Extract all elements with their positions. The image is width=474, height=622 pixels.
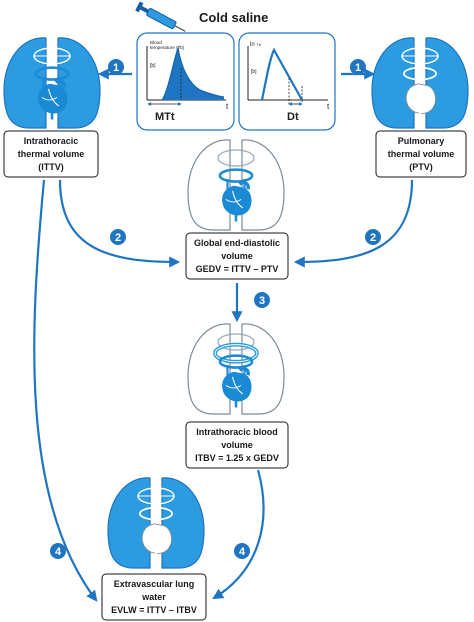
step3-badge [254, 292, 270, 308]
gedv-line1: Global end-diastolic [194, 238, 280, 248]
cold-saline-label: Cold saline [199, 10, 268, 25]
gedv-box: Global end-diastolic volume GEDV = ITTV … [185, 232, 289, 280]
ittv-lungs-illustration [3, 37, 101, 129]
evlw-lungs-illustration [107, 477, 205, 569]
ittv-line3: (ITTV) [38, 162, 64, 172]
dt-label: Dt [287, 111, 299, 123]
ln-label: ln Tb [250, 42, 262, 48]
log-curve [260, 47, 303, 101]
thermodilution-curve [161, 46, 225, 101]
x-label: t [327, 102, 330, 111]
ptv-box: Pulmonary thermal volume (PTV) [375, 130, 467, 178]
step3-number: 3 [259, 295, 265, 307]
y-small-label: [b] [150, 63, 156, 69]
step2-right-badge [365, 229, 381, 245]
mtt-graph: Blood temperature (Tb) [b] t MTt [136, 32, 235, 131]
evlw-line2: water [141, 592, 166, 602]
y-label-line1: Blood [150, 40, 162, 45]
step2-left-badge [110, 229, 126, 245]
x-label: t [226, 102, 229, 111]
ptv-line2: thermal volume [388, 149, 455, 159]
evlw-line3: EVLW = ITTV – ITBV [111, 605, 197, 615]
y-small-label: [b] [251, 69, 257, 75]
step1-right-number: 1 [355, 62, 361, 74]
step1-left-badge [108, 59, 124, 75]
step4-left-arrow [33, 179, 98, 602]
itbv-box: Intrathoracic blood volume ITBV = 1.25 x… [185, 421, 289, 469]
step4-right-number: 4 [239, 546, 246, 558]
evlw-box: Extravascular lung water EVLW = ITTV – I… [101, 573, 207, 621]
ptv-lungs-illustration [371, 37, 469, 129]
step2-left-arrow [58, 179, 181, 268]
syringe-icon [135, 1, 186, 32]
dt-graph: ln Tb [b] t Dt [238, 32, 336, 131]
step2-right-number: 2 [370, 232, 376, 244]
step4-right-badge [234, 543, 250, 559]
itbv-line3: ITBV = 1.25 x GEDV [195, 453, 279, 463]
mtt-label: MTt [155, 111, 175, 123]
step2-right-arrow [293, 179, 414, 268]
evlw-line1: Extravascular lung [114, 579, 195, 589]
y-label-line2: temperature (Tb) [150, 45, 185, 50]
gedv-lungs-illustration [187, 139, 285, 231]
thermodilution-curve-area [162, 48, 224, 100]
ptv-line3: (PTV) [409, 162, 433, 172]
itbv-line1: Intrathoracic blood [196, 427, 278, 437]
step4-right-arrow [212, 469, 265, 600]
gedv-line2: volume [221, 251, 253, 261]
ittv-line2: thermal volume [18, 149, 85, 159]
step4-left-badge [50, 543, 66, 559]
gedv-line3: GEDV = ITTV – PTV [196, 264, 279, 274]
step2-left-number: 2 [115, 232, 121, 244]
ittv-box: Intrathoracic thermal volume (ITTV) [3, 130, 99, 178]
step1-left-number: 1 [113, 62, 119, 74]
ptv-line1: Pulmonary [398, 136, 445, 146]
itbv-line2: volume [221, 440, 253, 450]
step1-right-badge [350, 59, 366, 75]
itbv-lungs-illustration [187, 323, 285, 415]
ittv-line1: Intrathoracic [24, 136, 79, 146]
step4-left-number: 4 [55, 546, 62, 558]
